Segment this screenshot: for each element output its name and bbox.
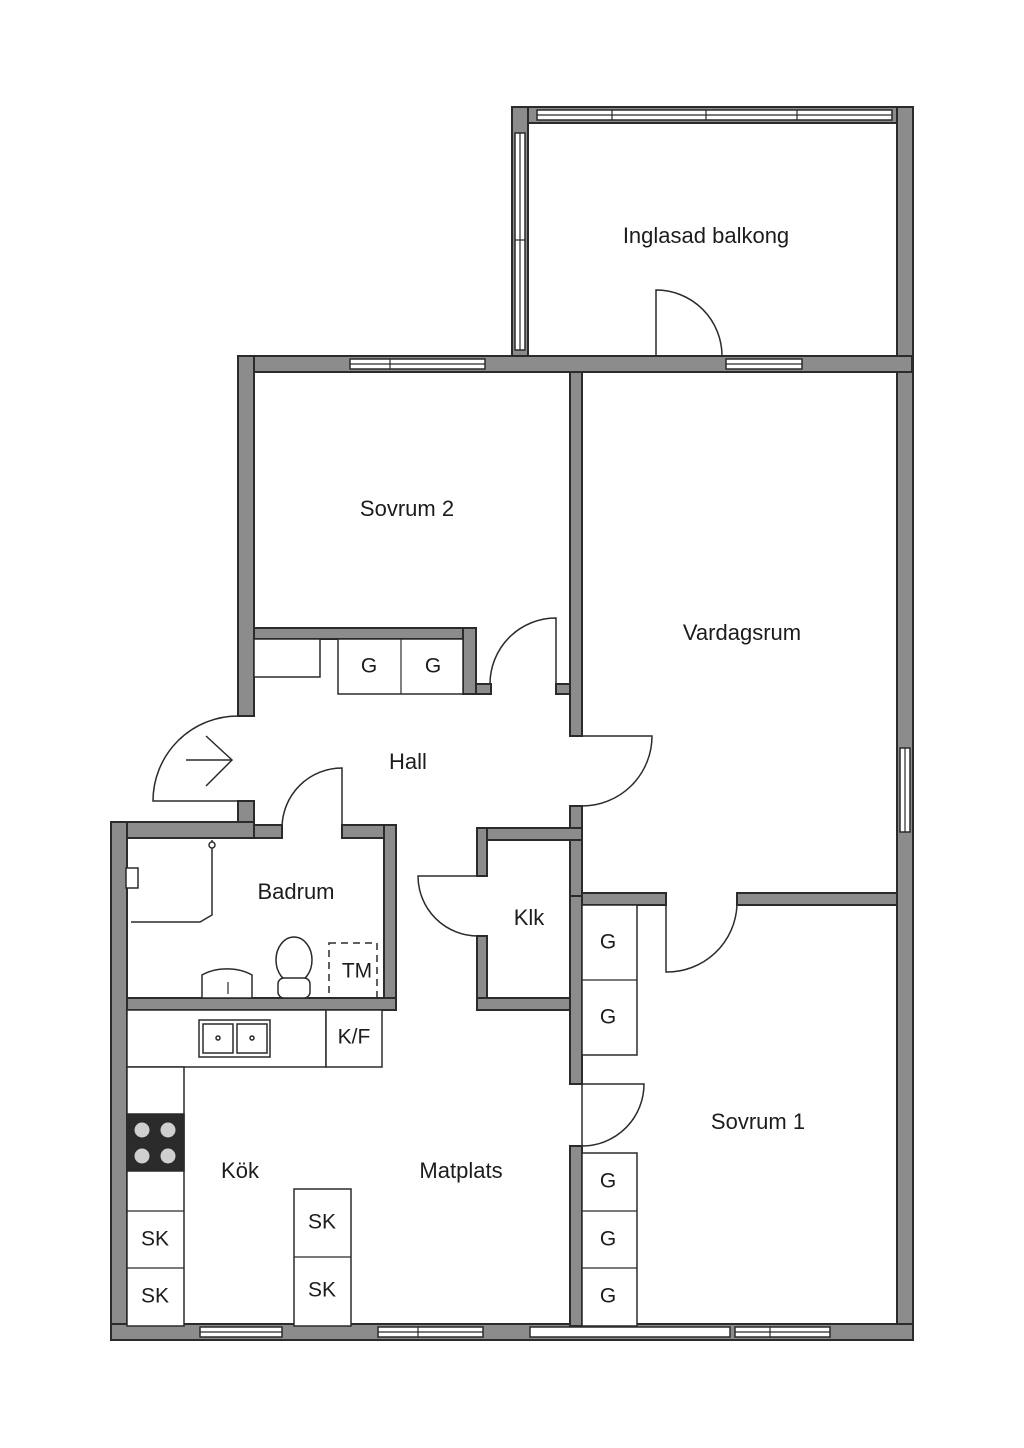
cabinet-label: SK <box>308 1279 336 1302</box>
room-label-dining: Matplats <box>419 1158 502 1183</box>
wardrobe-label: G <box>600 1006 616 1029</box>
room-label-closet: Klk <box>514 905 546 930</box>
fixture-labels: G G G G G G G TM K/F SK SK SK SK <box>141 655 616 1308</box>
interior-walls <box>126 371 898 1327</box>
room-label-hall: Hall <box>389 749 427 774</box>
room-label-bedroom1: Sovrum 1 <box>711 1109 805 1134</box>
doors <box>152 289 738 1147</box>
wardrobe-label: G <box>600 1170 616 1193</box>
room-label-bedroom2: Sovrum 2 <box>360 496 454 521</box>
cabinet-label: SK <box>308 1211 336 1234</box>
wardrobe-label: G <box>425 655 441 678</box>
cabinet-label: SK <box>141 1285 169 1308</box>
windows <box>199 109 911 1338</box>
wardrobe-label: G <box>600 1228 616 1251</box>
room-label-kitchen: Kök <box>221 1158 260 1183</box>
exterior-walls <box>110 106 914 1341</box>
wardrobe-label: G <box>600 1285 616 1308</box>
room-label-living: Vardagsrum <box>683 620 801 645</box>
wardrobe-label: G <box>600 931 616 954</box>
fridge-freezer-label: K/F <box>338 1026 371 1049</box>
cabinet-label: SK <box>141 1228 169 1251</box>
room-label-bathroom: Badrum <box>257 879 334 904</box>
room-labels: Inglasad balkong Sovrum 2 Vardagsrum Hal… <box>221 223 805 1183</box>
wardrobe-label: G <box>361 655 377 678</box>
fixtures <box>125 638 638 1327</box>
dryer-label: TM <box>342 960 372 983</box>
room-label-balcony: Inglasad balkong <box>623 223 789 248</box>
